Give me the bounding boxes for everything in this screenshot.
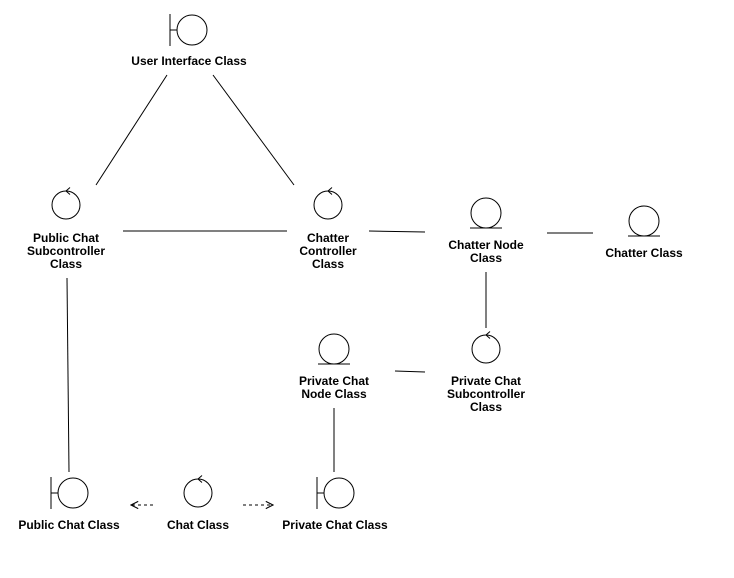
- chat-class-label: Chat Class: [166, 518, 230, 532]
- chatter-entity-icon: [628, 205, 660, 237]
- edge-public-subcontroller-public-chat: [66, 277, 70, 473]
- connections: [66, 74, 593, 505]
- edge-ui-chatter-controller: [212, 74, 295, 186]
- public-chat-class-label: Public Chat Class: [18, 518, 120, 532]
- private-chat-subcontroller-control-icon: [471, 331, 501, 364]
- edge-ui-public-subcontroller: [95, 74, 168, 186]
- private-chat-node-entity-icon: [318, 333, 350, 365]
- edge-private-node-private-subcontroller: [394, 370, 426, 373]
- private-chat-node-class-label: Private Chat Node Class: [298, 374, 370, 401]
- user-interface-class-label: User Interface Class: [131, 54, 247, 68]
- public-chat-subcontroller-control-icon: [51, 187, 81, 220]
- public-chat-subcontroller-class-label: Public Chat Subcontroller Class: [26, 231, 106, 271]
- chat-control-icon: [183, 475, 213, 508]
- chatter-controller-control-icon: [313, 187, 343, 220]
- chatter-node-class-label: Chatter Node Class: [448, 238, 524, 265]
- public-chat-boundary-icon: [50, 477, 89, 509]
- edge-chatter-controller-chatter-node: [368, 230, 426, 233]
- chatter-controller-class-label: Chatter Controller Class: [299, 231, 357, 271]
- user-interface-boundary-icon: [169, 14, 208, 46]
- chatter-class-label: Chatter Class: [605, 246, 683, 260]
- private-chat-class-label: Private Chat Class: [282, 518, 388, 532]
- chatter-node-entity-icon: [470, 197, 502, 229]
- private-chat-boundary-icon: [316, 477, 355, 509]
- private-chat-subcontroller-class-label: Private Chat Subcontroller Class: [446, 374, 526, 414]
